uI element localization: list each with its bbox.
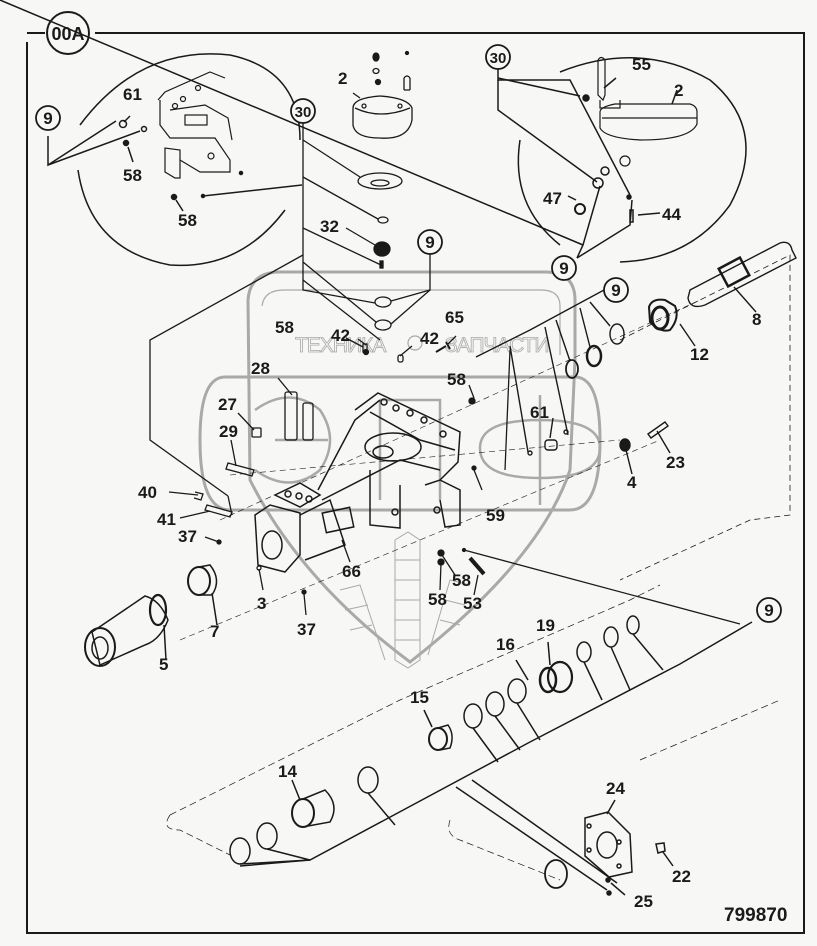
callout-29[interactable]: 29 <box>219 422 238 441</box>
callout-58[interactable]: 58 <box>123 166 142 185</box>
watermark-logo-e <box>254 396 332 484</box>
callout-9[interactable]: 9 <box>603 277 629 303</box>
center-small-parts <box>168 299 741 641</box>
callout-65[interactable]: 65 <box>445 308 464 327</box>
figure-number: 799870 <box>724 905 787 926</box>
drawing-frame <box>26 32 805 934</box>
callout-58[interactable]: 58 <box>428 590 447 609</box>
callout-61[interactable]: 61 <box>123 85 142 104</box>
view-id-label: 00A <box>51 24 84 44</box>
callout-5[interactable]: 5 <box>159 655 168 674</box>
callout-37[interactable]: 37 <box>178 527 197 546</box>
callout-9[interactable]: 9 <box>551 255 577 281</box>
detail-view-left <box>47 53 303 267</box>
fitting-61-left-icon <box>118 119 128 129</box>
callout-label: 9 <box>425 233 434 252</box>
watermark-gear-icon <box>407 335 423 351</box>
callout-12[interactable]: 12 <box>690 345 709 364</box>
callout-9[interactable]: 9 <box>417 229 443 255</box>
callout-28[interactable]: 28 <box>251 359 270 378</box>
callout-58[interactable]: 58 <box>447 370 466 389</box>
callout-label: 30 <box>490 50 507 67</box>
callout-41[interactable]: 41 <box>157 510 176 529</box>
callout-40[interactable]: 40 <box>138 483 157 502</box>
callout-2[interactable]: 2 <box>338 69 347 88</box>
callout-8[interactable]: 8 <box>752 310 761 329</box>
callout-label: 9 <box>764 601 773 620</box>
callout-25[interactable]: 25 <box>634 892 653 911</box>
callout-58[interactable]: 58 <box>275 318 294 337</box>
callout-58[interactable]: 58 <box>178 211 197 230</box>
callout-42[interactable]: 42 <box>331 326 350 345</box>
callout-27[interactable]: 27 <box>218 395 237 414</box>
callout-9[interactable]: 9 <box>35 105 61 131</box>
callout-19[interactable]: 19 <box>536 616 555 635</box>
callout-16[interactable]: 16 <box>496 635 515 654</box>
callout-labels: 9 30 9 30 9 9 9 61 58 58 2 32 55 2 47 44… <box>35 44 787 926</box>
watermark-logo-f <box>478 395 602 505</box>
watermark-logo-p <box>378 398 442 500</box>
left-lower-parts <box>84 564 218 667</box>
watermark-text-right: ЗАПЧАСТИ <box>445 334 548 357</box>
detail-view-right <box>0 0 747 263</box>
watermark-shield <box>246 270 577 664</box>
callout-47[interactable]: 47 <box>543 189 562 208</box>
view-id-badge: 00A <box>46 11 90 55</box>
watermark-building-graphic <box>339 531 471 669</box>
callout-14[interactable]: 14 <box>278 762 297 781</box>
callout-37[interactable]: 37 <box>297 620 316 639</box>
callout-2[interactable]: 2 <box>674 81 683 100</box>
callout-42[interactable]: 42 <box>420 329 439 348</box>
callout-label: 9 <box>611 281 620 300</box>
callout-59[interactable]: 59 <box>486 506 505 525</box>
right-side-parts <box>475 241 797 581</box>
callout-24[interactable]: 24 <box>606 779 625 798</box>
callout-15[interactable]: 15 <box>410 688 429 707</box>
top-center-parts <box>149 50 431 497</box>
callout-3[interactable]: 3 <box>257 594 266 613</box>
callout-61[interactable]: 61 <box>530 403 549 422</box>
bottom-parts <box>166 584 781 896</box>
watermark-shield-inner <box>261 289 561 355</box>
callout-44[interactable]: 44 <box>662 205 681 224</box>
callout-label: 9 <box>559 259 568 278</box>
callout-66[interactable]: 66 <box>342 562 361 581</box>
callout-32[interactable]: 32 <box>320 217 339 236</box>
callout-23[interactable]: 23 <box>666 453 685 472</box>
watermark-logo-band <box>198 375 602 512</box>
callout-label: 30 <box>295 104 312 121</box>
callout-30[interactable]: 30 <box>290 98 316 124</box>
callout-58[interactable]: 58 <box>452 571 471 590</box>
callout-7[interactable]: 7 <box>210 622 219 641</box>
callout-30[interactable]: 30 <box>485 44 511 70</box>
callout-22[interactable]: 22 <box>672 867 691 886</box>
callout-4[interactable]: 4 <box>627 473 637 492</box>
callout-label: 9 <box>43 109 52 128</box>
plug-47-icon <box>574 203 586 215</box>
callout-9[interactable]: 9 <box>756 597 782 623</box>
callout-53[interactable]: 53 <box>463 594 482 613</box>
callout-55[interactable]: 55 <box>632 55 651 74</box>
